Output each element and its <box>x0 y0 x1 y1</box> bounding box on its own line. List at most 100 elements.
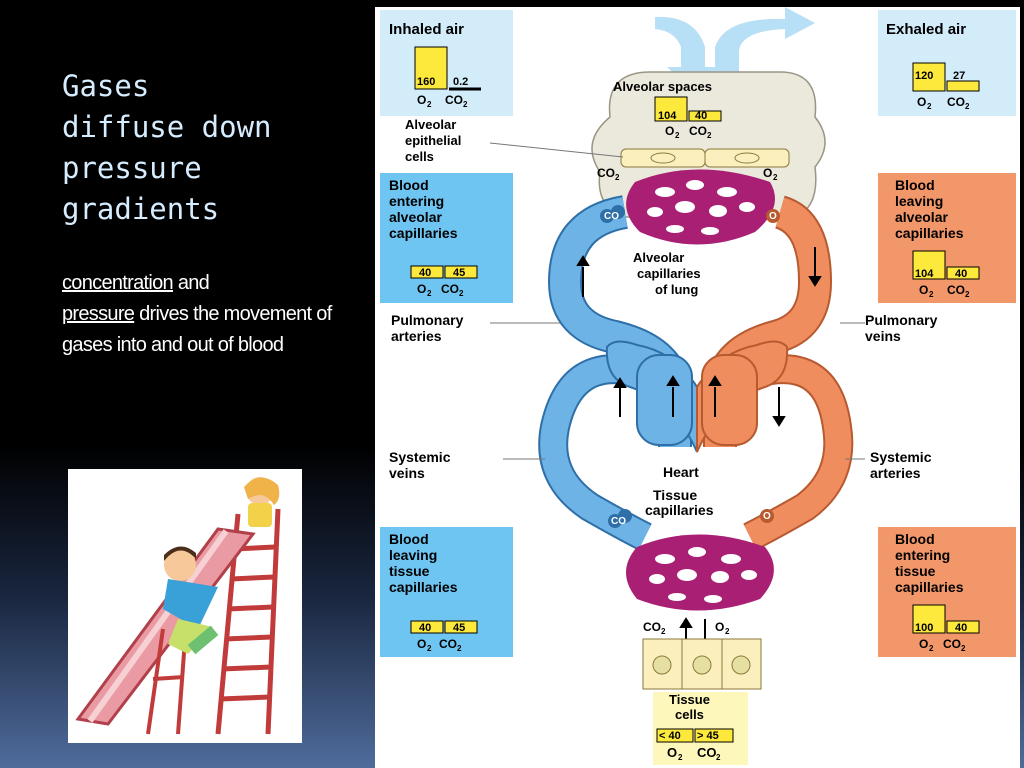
panel-title-line: entering <box>895 547 950 563</box>
pressure-bar-co2 <box>688 110 722 122</box>
subscript: 2 <box>707 131 712 140</box>
title-line: gradients <box>62 192 220 226</box>
o2-bubble-label: O <box>769 211 777 222</box>
pressure-bar-co2 <box>444 265 478 279</box>
pressure-value-co2: 45 <box>453 267 465 279</box>
panel-title-line: entering <box>389 193 444 209</box>
slide-body-text: concentration and pressure drives the mo… <box>62 268 362 361</box>
pressure-bar-o2 <box>912 604 946 634</box>
pressure-value-o2: 100 <box>915 622 933 634</box>
blood-entering-tissue-panel <box>878 527 1016 657</box>
gas-label-co2: CO <box>947 95 965 109</box>
title-line: pressure <box>62 151 202 185</box>
panel-title-line: leaving <box>389 547 437 563</box>
subscript: 2 <box>927 102 932 111</box>
pressure-value-co2: 40 <box>695 110 707 122</box>
pressure-value-o2: 104 <box>915 268 934 280</box>
flow-arrow-icon <box>772 416 786 427</box>
gas-label-o2: O <box>919 283 928 297</box>
pressure-value-o2: 160 <box>417 76 435 88</box>
subscript: 2 <box>965 290 970 299</box>
subscript: 2 <box>678 753 683 762</box>
subscript: 2 <box>725 627 730 636</box>
subscript: 2 <box>427 100 432 109</box>
gas-label-co2: CO <box>947 283 965 297</box>
flow-arrow-icon <box>666 375 680 386</box>
subscript: 2 <box>463 100 468 109</box>
link-pressure[interactable]: pressure <box>62 303 135 325</box>
exhale-arrow-icon <box>715 7 815 92</box>
systemic-artery <box>714 356 852 549</box>
gas-label-co2: CO <box>439 637 457 651</box>
pressure-bar-o2 <box>656 728 694 743</box>
gas-label-o2: O <box>417 282 426 296</box>
gas-label-o2: O <box>417 93 426 107</box>
gas-label-o2: O <box>417 637 426 651</box>
subscript: 2 <box>427 644 432 653</box>
pressure-value-co2: 45 <box>453 622 465 634</box>
tissue-cells-title: Tissue <box>669 692 710 707</box>
pressure-bar-co2 <box>946 620 980 634</box>
cell-nucleus <box>734 152 760 164</box>
gas-label-co2: CO <box>689 124 707 138</box>
co2-label: CO <box>643 620 661 634</box>
heart-label: Heart <box>663 464 699 480</box>
pressure-value-co2: 27 <box>953 70 965 82</box>
cell-nucleus <box>650 152 676 164</box>
pulmonary-arteries-label: Pulmonary <box>391 312 464 328</box>
body-text: and <box>172 272 210 294</box>
flow-arrow-icon <box>708 375 722 386</box>
pressure-bar-co2 <box>694 728 734 743</box>
subscript: 2 <box>961 644 966 653</box>
lung-capillaries-label: of lung <box>655 282 698 297</box>
pressure-value-o2: 40 <box>419 267 431 279</box>
systemic-arteries-label: Systemic <box>870 449 932 465</box>
pressure-bar-o2 <box>912 250 946 280</box>
inhaled-air-title: Inhaled air <box>389 21 464 38</box>
blood-leaving-tissue-panel <box>380 527 513 657</box>
child-on-slide-illustration <box>75 477 281 735</box>
subscript: 2 <box>929 290 934 299</box>
co2-bubble-label: CO <box>611 516 626 527</box>
gas-label-o2: O <box>665 124 674 138</box>
systemic-veins-label: veins <box>389 465 425 481</box>
pressure-bar-o2 <box>410 265 444 279</box>
pressure-bar-co2 <box>444 620 478 634</box>
panel-title-line: capillaries <box>895 225 964 241</box>
pulmonary-arteries-label: arteries <box>391 328 442 344</box>
gas-exchange-diagram: CO O CO O Inhaled air Exhaled air Alveol… <box>375 7 1020 768</box>
pulmonary-veins-label: veins <box>865 328 901 344</box>
gas-label-co2: CO <box>445 93 463 107</box>
subscript: 2 <box>427 289 432 298</box>
gas-label-co2: CO <box>697 745 717 760</box>
cell-nucleus <box>692 655 712 675</box>
tissue-capillaries-label: Tissue <box>653 487 697 503</box>
pulmonary-veins-label: Pulmonary <box>865 312 938 328</box>
left-ventricle <box>701 354 758 446</box>
subscript: 2 <box>615 173 620 182</box>
subscript: 2 <box>459 289 464 298</box>
panel-title-line: tissue <box>895 563 936 579</box>
panel-title-line: Blood <box>389 177 429 193</box>
subscript: 2 <box>965 102 970 111</box>
gas-label-o2: O <box>919 637 928 651</box>
pressure-value-o2: < 40 <box>659 730 681 742</box>
link-concentration[interactable]: concentration <box>62 272 174 294</box>
panel-title-line: tissue <box>389 563 430 579</box>
gas-label-o2: O <box>667 745 677 760</box>
panel-title-line: capillaries <box>389 225 458 241</box>
o2-bubble-label: O <box>763 511 771 522</box>
gas-label-o2: O <box>917 95 926 109</box>
panel-title-line: Blood <box>895 177 935 193</box>
title-line: diffuse down <box>62 110 272 144</box>
o2-label: O <box>715 620 724 634</box>
blood-entering-alveolar-panel <box>380 173 513 303</box>
panel-title-line: capillaries <box>895 579 964 595</box>
co2-arrow-icon <box>679 617 693 628</box>
subscript: 2 <box>661 627 666 636</box>
pressure-value-co2: 40 <box>955 622 967 634</box>
slide-title: Gases diffuse down pressure gradients <box>62 66 362 230</box>
subscript: 2 <box>716 753 721 762</box>
panel-title-line: alveolar <box>389 209 442 225</box>
co2-bubble-label: CO <box>604 211 619 222</box>
